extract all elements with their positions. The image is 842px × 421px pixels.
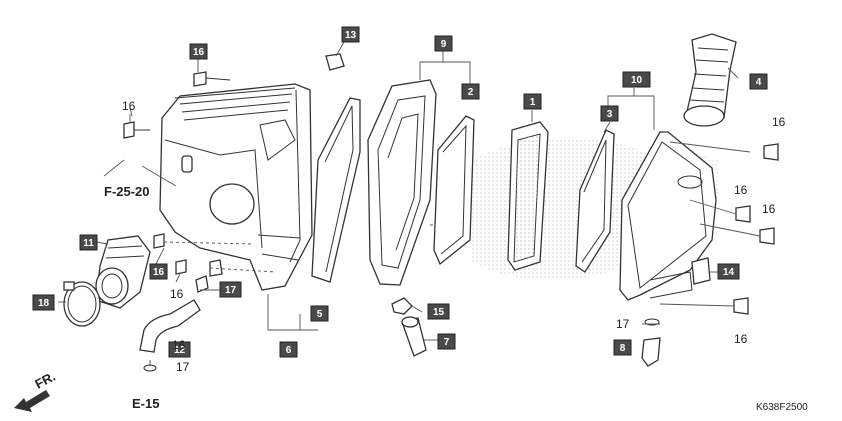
ref-e-15: E-15 xyxy=(132,396,159,411)
callout-8: 8 xyxy=(613,339,632,356)
callout-5: 5 xyxy=(310,305,329,322)
svg-text:9: 9 xyxy=(441,39,447,50)
callout-11: 11 xyxy=(79,234,98,251)
callout-7: 7 xyxy=(437,333,456,350)
clip-15 xyxy=(391,297,413,315)
leader-lines xyxy=(58,41,761,341)
label-16-right-3: 16 xyxy=(762,202,776,216)
frame-gasket-2 xyxy=(433,115,475,266)
callout-6: 6 xyxy=(279,341,298,358)
inlet-duct xyxy=(683,33,737,127)
callout-2: 2 xyxy=(461,83,480,100)
air-cleaner-case xyxy=(159,83,313,291)
svg-text:1: 1 xyxy=(530,97,536,108)
drain-tube xyxy=(139,299,201,372)
label-16-lower: 16 xyxy=(170,287,184,301)
svg-text:15: 15 xyxy=(433,307,445,318)
svg-text:11: 11 xyxy=(83,238,94,249)
callout-16-mid: 16 xyxy=(149,263,168,280)
svg-text:16: 16 xyxy=(153,267,165,278)
front-direction-arrow-icon xyxy=(14,390,50,412)
svg-text:12: 12 xyxy=(174,345,186,356)
cover-gasket-3 xyxy=(575,129,615,273)
label-16-right-4: 16 xyxy=(734,332,748,346)
label-16-hose: 16 xyxy=(172,338,186,352)
screw-bolts xyxy=(123,53,779,315)
callout-10: 10 xyxy=(622,71,651,88)
setting-plate-14 xyxy=(691,257,711,285)
callout-14: 14 xyxy=(717,263,740,280)
label-16-right-2: 16 xyxy=(734,183,748,197)
drain-plug-8 xyxy=(641,318,661,367)
svg-text:7: 7 xyxy=(444,337,450,348)
svg-text:14: 14 xyxy=(723,267,735,278)
svg-text:8: 8 xyxy=(620,343,626,354)
callout-15: 15 xyxy=(427,303,450,320)
label-17-right: 17 xyxy=(616,317,630,331)
fr-label: FR. xyxy=(32,369,58,392)
label-17-left: 17 xyxy=(176,360,190,374)
svg-text:3: 3 xyxy=(607,109,613,120)
callout-12: 12 xyxy=(168,341,191,358)
ref-f-25-20: F-25-20 xyxy=(104,184,150,199)
svg-text:17: 17 xyxy=(225,285,237,296)
svg-text:13: 13 xyxy=(345,30,357,41)
case-gasket-5 xyxy=(311,97,361,283)
svg-text:18: 18 xyxy=(38,298,50,309)
callout-18: 18 xyxy=(32,294,55,311)
diagram-code: K638F2500 xyxy=(756,402,808,413)
tube-band xyxy=(63,281,101,327)
air-cleaner-cover xyxy=(619,131,717,301)
svg-text:6: 6 xyxy=(286,345,292,356)
connecting-tube xyxy=(95,235,151,309)
callout-17: 17 xyxy=(219,281,242,298)
drain-cap-7 xyxy=(401,316,427,357)
svg-text:2: 2 xyxy=(468,87,474,98)
label-16-right-1: 16 xyxy=(772,115,786,129)
callout-9: 9 xyxy=(434,35,453,52)
callout-1: 1 xyxy=(523,93,542,110)
callout-4: 4 xyxy=(749,73,768,90)
svg-text:4: 4 xyxy=(756,77,762,88)
callout-13: 13 xyxy=(341,26,360,43)
svg-text:10: 10 xyxy=(631,75,643,86)
element-holder-frame xyxy=(367,79,470,286)
air-cleaner-element xyxy=(507,121,549,271)
callout-3: 3 xyxy=(600,105,619,122)
svg-text:5: 5 xyxy=(317,309,323,320)
callout-16-top: 16 xyxy=(189,43,208,60)
label-16-left: 16 xyxy=(122,99,136,113)
svg-text:16: 16 xyxy=(193,47,205,58)
